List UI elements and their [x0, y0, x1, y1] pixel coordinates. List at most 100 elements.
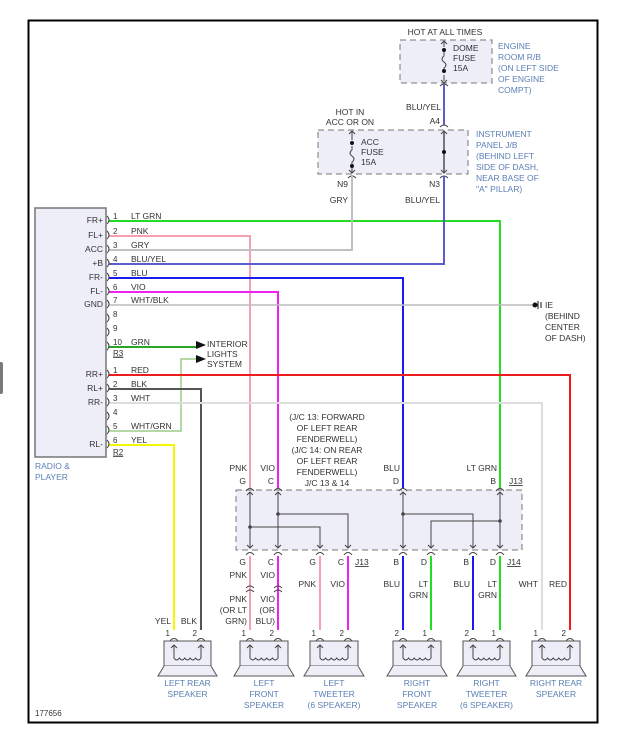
junction-top-pin-label: C	[268, 476, 274, 486]
instrument-panel-location-line-5: NEAR BASE OF	[476, 173, 539, 183]
pin-connector-icon	[106, 383, 110, 393]
engine-room-location-line-4: OF ENGINE	[498, 74, 545, 84]
speaker-name-line: RIGHT	[404, 678, 430, 688]
speaker-name-line: SPEAKER	[397, 700, 437, 710]
radio-box	[34, 207, 107, 458]
radio-pin-wire-color: WHT	[131, 393, 150, 403]
junction-note-line: (J/C 13: FORWARD	[289, 412, 365, 422]
engine-room-location-line-5: COMPT)	[498, 85, 532, 95]
junction-internal-link	[316, 544, 324, 549]
radio-pin-function: FR-	[89, 272, 103, 282]
junction-top-wire-label: PNK	[230, 463, 248, 473]
hot-at-all-times-label: HOT AT ALL TIMES	[408, 27, 483, 37]
ground-ie: IE (BEHIND CENTER OF DASH)	[532, 300, 586, 343]
junction-bottom-pin-label: B	[463, 557, 469, 567]
interior-lights-label-2: LIGHTS	[207, 349, 238, 359]
inline-connector-icon	[273, 585, 283, 593]
junction-internal-link	[274, 544, 282, 549]
radio-pin-function: FL-	[90, 286, 103, 296]
radio-pin-number: 6	[113, 283, 118, 292]
junction-note-line: J/C 13 & 14	[305, 478, 350, 488]
junction-top-connector-label: J13	[509, 476, 523, 486]
wire-vio	[109, 291, 279, 488]
radio-pin-number: 2	[113, 227, 118, 236]
radio-pin-number: 5	[113, 422, 118, 431]
junction-top-wire-label: VIO	[260, 463, 275, 473]
junction-note-line: (J/C 14: ON REAR	[292, 445, 363, 455]
junction-internal-link	[496, 544, 504, 549]
radio-pin-function: RR-	[88, 397, 103, 407]
wire-blu-yel	[109, 176, 445, 265]
wire-label-blu-yel: BLU/YEL	[406, 102, 441, 112]
wire-label-gry: GRY	[330, 195, 349, 205]
instrument-panel-location-line-3: (BEHIND LEFT	[476, 151, 534, 161]
radio-pin-number: 7	[113, 296, 118, 305]
radio-pin-number: 4	[113, 408, 118, 417]
radio-pin-number: 9	[113, 324, 118, 333]
junction-bottom-pin-label: C	[338, 557, 344, 567]
pin-connector-icon	[106, 425, 110, 435]
engine-room-relay-block: HOT AT ALL TIMES DOME FUSE 15A ENGINEROO…	[399, 27, 559, 126]
connector-r2-label: R2	[113, 448, 124, 457]
speaker-pin-number: 2	[193, 629, 198, 638]
radio-pin-function: FL+	[88, 230, 103, 240]
speaker-name-line: RIGHT	[473, 678, 499, 688]
terminal-n3: N3	[429, 179, 440, 189]
speaker-cone-icon	[386, 665, 448, 677]
radio-pin-wire-color: LT GRN	[131, 211, 161, 221]
junction-internal-link	[399, 491, 407, 496]
radio-pin-number: 3	[113, 394, 118, 403]
junction-note-line: FENDERWELL)	[297, 467, 358, 477]
junction-top-wire-label: LT GRN	[467, 463, 497, 473]
speaker-name-line: TWEETER	[313, 689, 355, 699]
speaker-cone-icon	[233, 665, 295, 677]
junction-top-wire-label: BLU	[383, 463, 400, 473]
radio-pin-function: RL-	[89, 439, 103, 449]
acc-fuse-label-3: 15A	[361, 157, 376, 167]
junction-bottom-connector-j14: J14	[507, 557, 521, 567]
engine-room-box	[399, 39, 493, 84]
speaker-pin-number: 2	[340, 629, 345, 638]
acc-fuse-label-1: ACC	[361, 137, 379, 147]
speaker-coil-icon	[472, 645, 501, 661]
radio-pin-function: RR+	[86, 369, 103, 379]
speaker-cone-icon	[303, 665, 365, 677]
junction-bottom-pin-label: D	[421, 557, 427, 567]
speaker-cone-icon	[525, 665, 587, 677]
junction-note-line: FENDERWELL)	[297, 434, 358, 444]
radio-pin-wire-color: GRY	[131, 240, 150, 250]
radio-pin-function: RL+	[87, 383, 103, 393]
radio-pin-number: 8	[113, 310, 118, 319]
speaker-wire-label: GRN)	[225, 616, 247, 626]
radio-pin-wire-color: YEL	[131, 435, 147, 445]
radio-pin-wire-color: WHT/GRN	[131, 421, 172, 431]
engine-room-location-line-2: ROOM R/B	[498, 52, 541, 62]
speaker-pin-number: 2	[562, 629, 567, 638]
radio-pin-number: 6	[113, 436, 118, 445]
terminal-n9: N9	[337, 179, 348, 189]
radio-label-1: RADIO &	[35, 461, 70, 471]
instrument-panel-location-line-2: PANEL J/B	[476, 140, 518, 150]
wire-gry	[109, 176, 353, 251]
speaker-body	[531, 640, 581, 667]
wire-lt-grn	[109, 220, 501, 488]
instrument-panel-location-line-4: SIDE OF DASH,	[476, 162, 538, 172]
junction-internal-link	[403, 513, 474, 548]
pin-connector-icon	[106, 286, 110, 296]
pin-connector-icon	[106, 397, 110, 407]
ground-label-2: (BEHIND	[545, 311, 580, 321]
junction-internal-link	[344, 544, 352, 549]
wire-blk	[109, 388, 202, 630]
speaker-cone-icon	[157, 665, 218, 677]
speaker-wire-label: LT	[488, 579, 497, 589]
engine-room-location-line-3: (ON LEFT SIDE	[498, 63, 559, 73]
side-panel-tab[interactable]	[0, 362, 3, 394]
speaker-name-line: FRONT	[402, 689, 431, 699]
junction-top-pin-label: B	[490, 476, 496, 486]
radio-pin-number: 4	[113, 255, 118, 264]
